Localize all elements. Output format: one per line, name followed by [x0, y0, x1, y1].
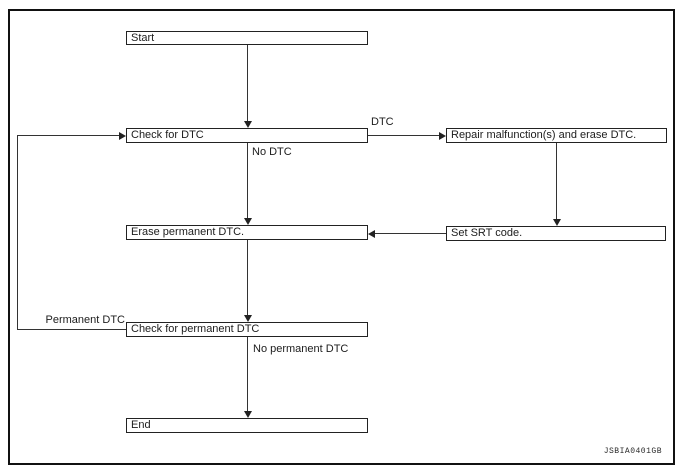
- edge-label-no-dtc: No DTC: [252, 146, 292, 158]
- connector-repair-to-set-srt: [556, 143, 557, 219]
- node-check-permanent-dtc-label: Check for permanent DTC: [131, 323, 260, 335]
- connector-erase-permanent-to-check-permanent: [247, 240, 248, 315]
- edge-label-permanent-dtc: Permanent DTC: [45, 314, 125, 326]
- arrowhead-down-icon: [243, 121, 252, 128]
- arrowhead-right-icon: [439, 131, 446, 140]
- node-start: Start: [126, 31, 368, 45]
- connector-loop-top: [18, 135, 119, 136]
- node-erase-permanent-dtc: Erase permanent DTC.: [126, 225, 368, 240]
- connector-loop-vertical: [17, 135, 18, 330]
- arrowhead-down-icon: [552, 219, 561, 226]
- node-end: End: [126, 418, 368, 433]
- node-repair-malfunction: Repair malfunction(s) and erase DTC.: [446, 128, 667, 143]
- arrowhead-left-icon: [368, 229, 375, 238]
- connector-set-srt-to-erase-permanent: [375, 233, 446, 234]
- connector-loop-bottom: [18, 329, 126, 330]
- node-erase-permanent-dtc-label: Erase permanent DTC.: [131, 226, 245, 238]
- edge-label-dtc: DTC: [371, 116, 394, 128]
- connector-check-dtc-to-erase-permanent: [247, 143, 248, 218]
- node-set-srt-code-label: Set SRT code.: [451, 227, 523, 239]
- node-check-dtc: Check for DTC: [126, 128, 368, 143]
- connector-check-dtc-to-repair: [368, 135, 439, 136]
- arrowhead-down-icon: [243, 411, 252, 418]
- arrowhead-down-icon: [243, 218, 252, 225]
- arrowhead-down-icon: [243, 315, 252, 322]
- node-check-dtc-label: Check for DTC: [131, 129, 204, 141]
- connector-check-permanent-to-end: [247, 337, 248, 411]
- arrowhead-right-icon: [119, 131, 126, 140]
- node-check-permanent-dtc: Check for permanent DTC: [126, 322, 368, 337]
- figure-id-code: JSBIA0401GB: [603, 447, 662, 456]
- node-repair-malfunction-label: Repair malfunction(s) and erase DTC.: [451, 129, 637, 141]
- connector-start-to-check-dtc: [247, 45, 248, 121]
- node-end-label: End: [131, 419, 151, 431]
- node-set-srt-code: Set SRT code.: [446, 226, 666, 241]
- node-start-label: Start: [131, 31, 155, 44]
- edge-label-no-permanent-dtc: No permanent DTC: [253, 343, 349, 355]
